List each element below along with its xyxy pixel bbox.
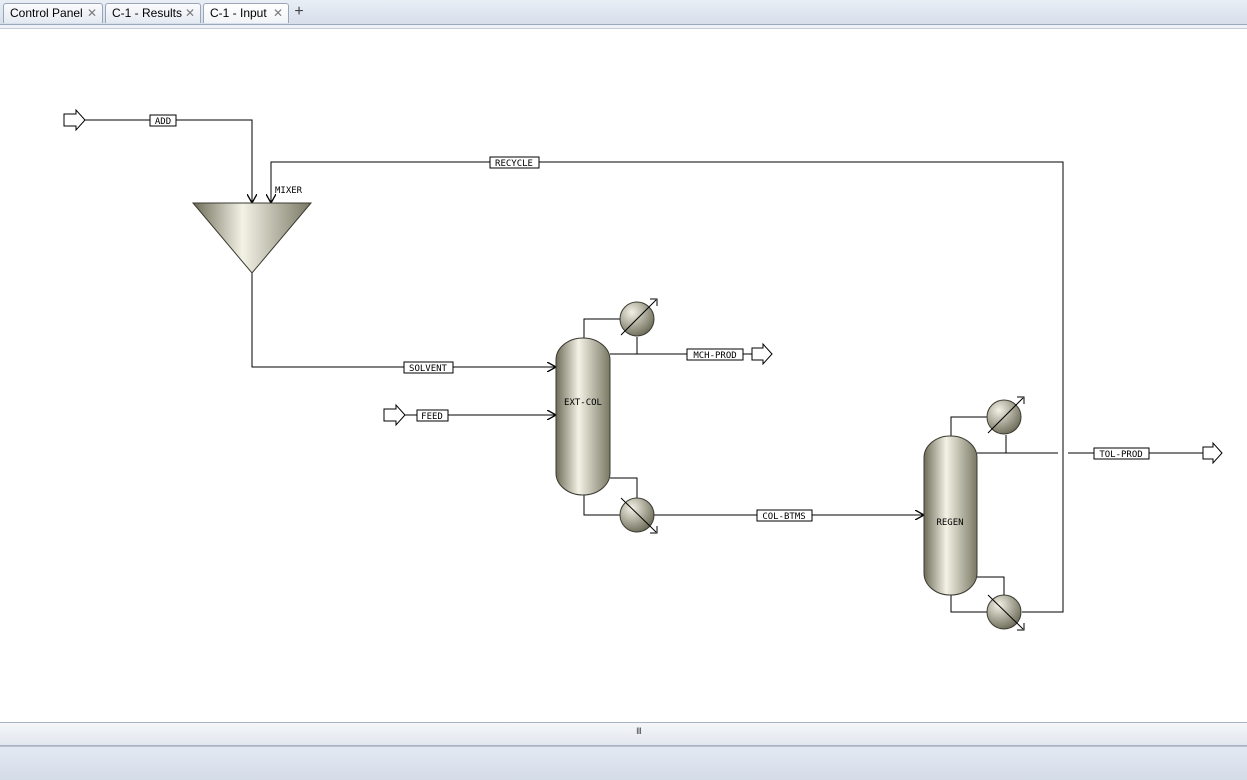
svg-text:FEED: FEED <box>421 412 443 422</box>
stream-add[interactable] <box>84 119 252 203</box>
stream-label-col-btms[interactable]: COL-BTMS <box>756 509 813 522</box>
feed-arrow-add-icon[interactable] <box>63 108 86 132</box>
stream-label-solvent[interactable]: SOLVENT <box>403 361 454 374</box>
regen-reboiler-lines <box>950 576 1005 613</box>
stream-solvent[interactable] <box>251 273 556 367</box>
stream-label-mch-prod[interactable]: MCH-PROD <box>686 348 744 361</box>
tab-control-panel[interactable]: Control Panel ✕ <box>3 3 103 23</box>
regen-reboiler-icon[interactable] <box>986 594 1025 631</box>
svg-text:MCH-PROD: MCH-PROD <box>693 351 736 361</box>
svg-text:RECYCLE: RECYCLE <box>495 159 533 169</box>
svg-text:COL-BTMS: COL-BTMS <box>762 512 805 522</box>
ext-col-condenser-icon[interactable] <box>619 298 658 337</box>
svg-text:ADD: ADD <box>155 117 171 127</box>
close-icon[interactable]: ✕ <box>272 6 283 20</box>
ext-col-reboiler-icon[interactable] <box>619 497 658 534</box>
ext-col-reboiler-lines <box>583 477 638 516</box>
tab-label: C-1 - Input <box>210 6 267 20</box>
product-arrow-mch-prod-icon[interactable] <box>751 342 773 366</box>
add-tab-icon[interactable]: + <box>294 3 304 20</box>
close-icon[interactable]: ✕ <box>184 6 195 20</box>
regen-condenser-icon[interactable] <box>986 396 1025 435</box>
mixer-block[interactable] <box>191 202 313 274</box>
tab-c1-input[interactable]: C-1 - Input ✕ <box>203 3 289 23</box>
stream-label-add[interactable]: ADD <box>149 114 177 127</box>
stream-recycle[interactable] <box>271 161 1064 613</box>
stream-label-recycle[interactable]: RECYCLE <box>489 156 540 169</box>
panel-splitter[interactable]: III <box>0 722 1247 746</box>
stream-label-feed[interactable]: FEED <box>416 409 449 422</box>
tab-c1-results[interactable]: C-1 - Results ✕ <box>105 3 201 23</box>
bottom-panel <box>0 746 1247 780</box>
block-label-ext-col: EXT-COL <box>564 398 602 408</box>
ext-col-reflux-lines <box>583 318 638 355</box>
tab-bar: Control Panel ✕ C-1 - Results ✕ C-1 - In… <box>0 0 1247 25</box>
stream-label-tol-prod[interactable]: TOL-PROD <box>1093 447 1150 460</box>
flowsheet-canvas[interactable]: MIXER EXT-COL REGEN ADD RECYCLE SOLVENT … <box>0 29 1247 722</box>
feed-arrow-feed-icon[interactable] <box>383 403 406 427</box>
tab-content-border <box>0 25 1247 29</box>
svg-text:SOLVENT: SOLVENT <box>409 364 448 374</box>
tab-label: C-1 - Results <box>112 6 183 20</box>
tab-label: Control Panel <box>10 6 83 20</box>
block-label-regen: REGEN <box>936 518 963 528</box>
close-icon[interactable]: ✕ <box>86 6 97 20</box>
ext-col-column[interactable] <box>555 337 611 496</box>
splitter-grip-icon[interactable]: III <box>636 727 642 737</box>
regen-column[interactable] <box>923 435 978 596</box>
regen-reflux-lines <box>950 416 1007 454</box>
block-label-mixer: MIXER <box>275 186 303 196</box>
svg-text:TOL-PROD: TOL-PROD <box>1099 450 1142 460</box>
product-arrow-tol-prod-icon[interactable] <box>1202 441 1223 465</box>
